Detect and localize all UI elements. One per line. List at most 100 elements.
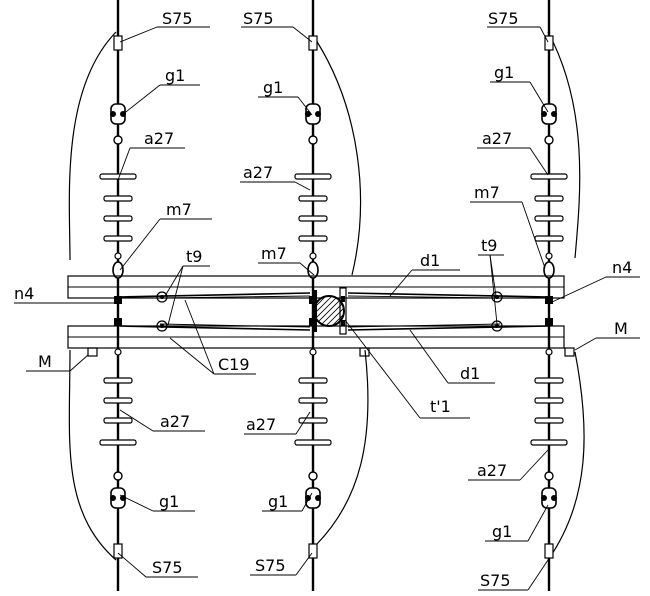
hook-upper-eye-left bbox=[114, 252, 122, 260]
sleeve-top-mid bbox=[308, 35, 318, 51]
shed-lower-right-0 bbox=[534, 377, 564, 384]
loop-left-top bbox=[68, 31, 117, 261]
shed-upper-right-0 bbox=[530, 173, 568, 180]
label-g1-right-top: g1 bbox=[494, 63, 514, 82]
loop-right-top bbox=[547, 31, 581, 259]
eye-lower-mid bbox=[309, 348, 317, 356]
sleeve-top-left bbox=[113, 35, 123, 51]
shed-lower-left-1 bbox=[103, 397, 133, 404]
link-bottom-left bbox=[113, 471, 123, 481]
label-s75-left-top: S75 bbox=[162, 9, 193, 28]
turnbuckle-left-upper bbox=[156, 291, 168, 303]
label-m7-right: m7 bbox=[474, 183, 500, 202]
label-s75-left-bottom: S75 bbox=[152, 558, 183, 577]
hook-upper-right bbox=[543, 261, 555, 279]
label-m-left: M bbox=[38, 352, 52, 371]
label-s75-mid-bottom: S75 bbox=[255, 556, 286, 575]
hook-upper-eye-right bbox=[545, 252, 553, 260]
beam-clamp-lower-left bbox=[114, 318, 122, 326]
beam-clamp-upper-right bbox=[545, 296, 553, 304]
shed-upper-mid-3 bbox=[298, 235, 328, 242]
clamp-top-bolt-b-mid bbox=[315, 111, 321, 117]
link-top-left bbox=[113, 135, 123, 145]
shed-upper-right-1 bbox=[534, 195, 564, 202]
label-g1-mid-top: g1 bbox=[263, 78, 283, 97]
loop-left-bottom bbox=[68, 349, 117, 561]
hook-upper-left bbox=[112, 261, 124, 279]
shed-lower-mid-3 bbox=[294, 439, 332, 446]
shed-upper-left-0 bbox=[99, 173, 137, 180]
shed-upper-mid-1 bbox=[298, 195, 328, 202]
label-n4-left: n4 bbox=[14, 284, 34, 303]
shed-lower-left-3 bbox=[99, 439, 137, 446]
link-bottom-right bbox=[544, 471, 554, 481]
label-a27-right-bottom: a27 bbox=[477, 461, 507, 480]
loop-mid-top bbox=[315, 39, 362, 276]
loop-right-bottom bbox=[547, 351, 585, 561]
conductor-loops bbox=[68, 31, 585, 561]
label-a27-right-top: a27 bbox=[482, 129, 512, 148]
clamp-bottom-bolt-b-mid bbox=[315, 495, 321, 501]
shed-lower-right-3 bbox=[530, 439, 568, 446]
label-a27-left-top: a27 bbox=[144, 129, 174, 148]
label-s75-right-bottom: S75 bbox=[480, 571, 511, 590]
label-t9-left: t9 bbox=[186, 247, 202, 266]
shed-lower-left-0 bbox=[103, 377, 133, 384]
shed-upper-mid-2 bbox=[298, 215, 328, 222]
label-t9-right: t9 bbox=[481, 236, 497, 255]
labels: S75 S75 S75 g1 g1 g1 a27 a27 a27 m7 m7 m… bbox=[14, 9, 632, 590]
label-s75-mid-top: S75 bbox=[243, 9, 274, 28]
label-m7-left: m7 bbox=[166, 200, 192, 219]
tie-rods bbox=[119, 291, 549, 332]
shed-lower-right-1 bbox=[534, 397, 564, 404]
link-top-mid bbox=[308, 135, 318, 145]
central-hub bbox=[313, 287, 347, 335]
shed-lower-mid-2 bbox=[298, 417, 328, 424]
label-a27-mid-top: a27 bbox=[243, 163, 273, 182]
clamp-top-bolt-a-left bbox=[110, 111, 116, 117]
label-g1-left-top: g1 bbox=[165, 66, 185, 85]
shed-upper-right-2 bbox=[534, 215, 564, 222]
shed-lower-right-2 bbox=[534, 417, 564, 424]
eye-lower-left bbox=[114, 348, 122, 356]
sleeve-bottom-left bbox=[113, 543, 123, 559]
clamp-bottom-bolt-a-right bbox=[541, 495, 547, 501]
clamp-bottom-bolt-b-left bbox=[120, 495, 126, 501]
label-m-right: M bbox=[614, 319, 628, 338]
beam-clamp-lower-right bbox=[545, 318, 553, 326]
link-bottom-mid bbox=[308, 471, 318, 481]
label-a27-mid-bottom: a27 bbox=[246, 415, 276, 434]
clamp-bottom-bolt-b-right bbox=[551, 495, 557, 501]
beam-clamp-upper-left bbox=[114, 296, 122, 304]
shed-upper-mid-0 bbox=[294, 173, 332, 180]
shed-lower-mid-0 bbox=[298, 377, 328, 384]
shed-upper-left-3 bbox=[103, 235, 133, 242]
loop-mid-bottom bbox=[315, 349, 369, 546]
shed-upper-right-3 bbox=[534, 235, 564, 242]
label-m7-mid: m7 bbox=[261, 244, 287, 263]
clamp-top-bolt-b-right bbox=[551, 111, 557, 117]
leader-lines bbox=[14, 26, 640, 591]
label-t1: t'1 bbox=[430, 397, 451, 416]
mounting-nuts bbox=[87, 347, 575, 357]
label-d1-upper: d1 bbox=[420, 251, 440, 270]
clamp-bottom-bolt-a-left bbox=[110, 495, 116, 501]
shed-upper-left-1 bbox=[103, 195, 133, 202]
clamp-bottom-bolt-a-mid bbox=[305, 495, 311, 501]
clamp-top-bolt-a-right bbox=[541, 111, 547, 117]
label-c19: C19 bbox=[218, 355, 250, 374]
shed-upper-left-2 bbox=[103, 215, 133, 222]
eye-lower-right bbox=[545, 348, 553, 356]
link-top-right bbox=[544, 135, 554, 145]
label-g1-right-bottom: g1 bbox=[492, 522, 512, 541]
hook-upper-eye-mid bbox=[309, 252, 317, 260]
label-g1-left-bottom: g1 bbox=[159, 492, 179, 511]
label-g1-mid-bottom: g1 bbox=[268, 492, 288, 511]
shed-lower-mid-1 bbox=[298, 397, 328, 404]
turnbuckle-left-lower bbox=[156, 320, 168, 332]
label-d1-lower: d1 bbox=[460, 364, 480, 383]
nut-right bbox=[564, 347, 575, 357]
sleeve-bottom-right bbox=[544, 543, 554, 559]
label-s75-right-top: S75 bbox=[488, 9, 519, 28]
